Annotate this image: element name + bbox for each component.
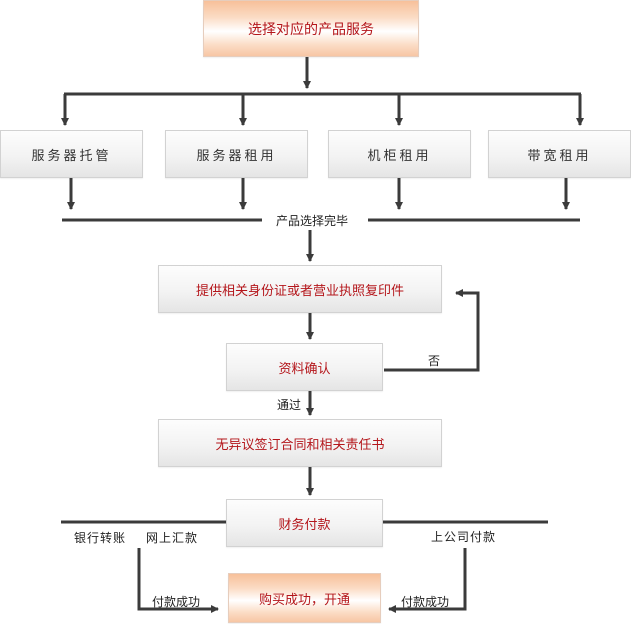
node-start-label: 选择对应的产品服务 — [248, 21, 374, 38]
label-reject: 否 — [428, 354, 441, 368]
node-verify: 资料确认 — [226, 343, 383, 391]
label-pass: 通过 — [277, 398, 302, 412]
node-payment: 财务付款 — [226, 499, 383, 547]
node-service-bandwidth-label: 带宽租用 — [527, 148, 592, 164]
label-onsite-pay: 上公司付款 — [431, 530, 497, 544]
pay-success-right-path — [388, 548, 467, 613]
node-service-hosting: 服务器托管 — [0, 130, 143, 178]
node-provide-docs: 提供相关身份证或者营业执照复印件 — [158, 265, 442, 313]
node-verify-label: 资料确认 — [278, 361, 331, 377]
node-payment-label: 财务付款 — [278, 517, 331, 533]
node-contract-label: 无异议签订合同和相关责任书 — [215, 437, 385, 453]
node-contract: 无异议签订合同和相关责任书 — [158, 419, 442, 467]
node-provide-docs-label: 提供相关身份证或者营业执照复印件 — [195, 283, 404, 299]
node-service-cabinet-label: 机柜租用 — [367, 148, 432, 164]
label-online-remit: 网上汇款 — [146, 531, 199, 545]
node-service-bandwidth: 带宽租用 — [488, 130, 631, 178]
label-pay-success-left: 付款成功 — [152, 595, 201, 609]
pay-success-left-path — [137, 548, 219, 613]
node-service-server-rent-label: 服务器租用 — [196, 148, 277, 164]
node-finish: 购买成功，开通 — [228, 573, 381, 623]
label-selection-done: 产品选择完毕 — [276, 214, 349, 228]
node-service-server-rent: 服务器租用 — [165, 130, 308, 178]
node-start: 选择对应的产品服务 — [203, 0, 419, 57]
node-service-cabinet: 机柜租用 — [328, 130, 471, 178]
node-service-hosting-label: 服务器托管 — [31, 148, 112, 164]
label-pay-success-right: 付款成功 — [401, 595, 450, 609]
label-bank-transfer: 银行转账 — [74, 531, 127, 545]
node-finish-label: 购买成功，开通 — [258, 592, 350, 608]
reject-loop — [384, 289, 480, 372]
